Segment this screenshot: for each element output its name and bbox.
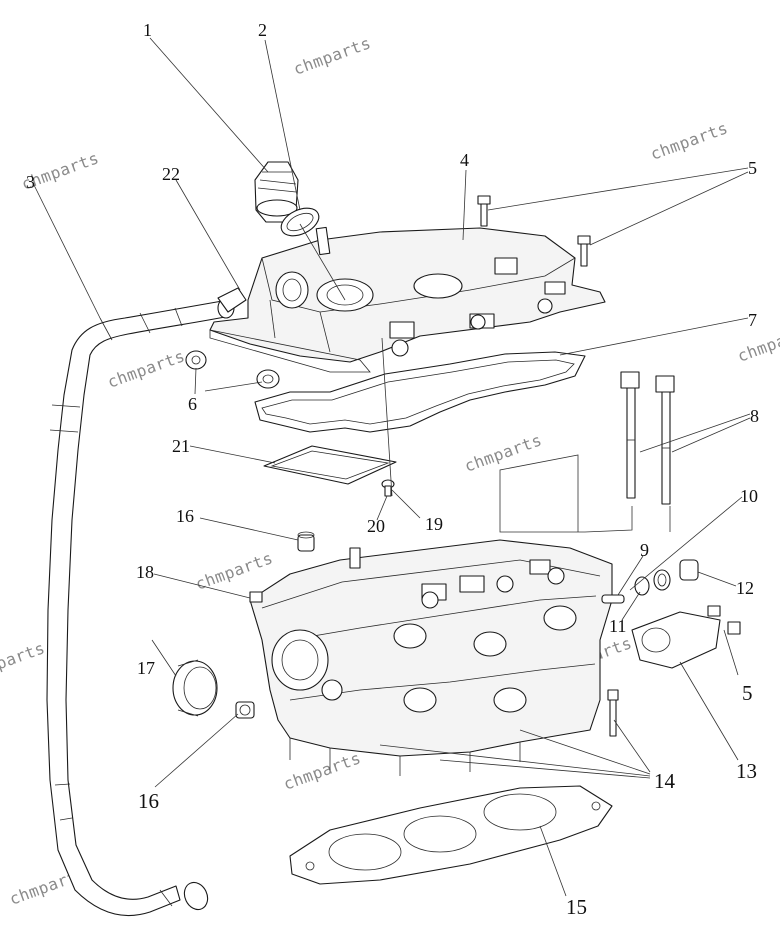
callout-11: 11 <box>609 616 626 636</box>
callout-20: 20 <box>367 516 385 536</box>
callout-21: 21 <box>172 436 190 456</box>
callout-22: 22 <box>162 164 180 184</box>
callout-14: 14 <box>654 769 676 793</box>
callout-5-top: 5 <box>748 158 757 178</box>
oil-filler-cap <box>254 161 299 223</box>
plug-bolt <box>679 559 699 581</box>
callout-12: 12 <box>736 578 754 598</box>
plug-upper <box>297 531 315 552</box>
head-bolts <box>620 371 675 505</box>
callout-16-upper: 16 <box>176 506 194 526</box>
callout-6: 6 <box>188 394 197 414</box>
cover-plate <box>263 445 397 485</box>
callout-13: 13 <box>736 759 757 783</box>
callouts: 1 2 3 4 5 6 7 8 9 10 11 12 13 14 15 16 1… <box>26 20 759 919</box>
camshaft-seal <box>172 659 218 717</box>
plug-lower <box>235 701 255 719</box>
callout-8: 8 <box>750 406 759 426</box>
callout-4: 4 <box>460 150 469 170</box>
watermark: chmparts <box>648 118 731 164</box>
small-bolt <box>607 689 619 737</box>
washer-ring <box>634 569 671 596</box>
watermark: chmparts <box>0 638 48 684</box>
callout-7: 7 <box>748 310 757 330</box>
breather-elbow <box>217 287 247 313</box>
valve-cover <box>209 226 606 373</box>
watermark: chmparts <box>291 33 374 79</box>
callout-3: 3 <box>26 172 35 192</box>
callout-15: 15 <box>566 895 587 919</box>
callout-9: 9 <box>640 540 649 560</box>
grommets <box>185 350 280 389</box>
valve-cover-gasket <box>254 351 586 433</box>
callout-19: 19 <box>425 514 443 534</box>
cylinder-head <box>249 539 613 776</box>
housing-bracket <box>631 605 741 669</box>
callout-17: 17 <box>137 658 155 678</box>
watermark: chmparts <box>105 346 188 392</box>
head-gasket <box>289 785 613 885</box>
watermark: chmparts <box>735 320 780 366</box>
leader-lines <box>33 37 751 897</box>
cover-bolts <box>477 195 591 267</box>
callout-16-lower: 16 <box>138 789 159 813</box>
dowel-pin <box>601 594 625 604</box>
callout-1: 1 <box>143 20 152 40</box>
callout-5-lower: 5 <box>742 681 753 705</box>
watermark: chmparts <box>462 430 545 476</box>
callout-18: 18 <box>136 562 154 582</box>
watermark: chmparts <box>281 748 364 794</box>
breather-hose <box>46 297 235 917</box>
callout-10: 10 <box>740 486 758 506</box>
callout-2: 2 <box>258 20 267 40</box>
